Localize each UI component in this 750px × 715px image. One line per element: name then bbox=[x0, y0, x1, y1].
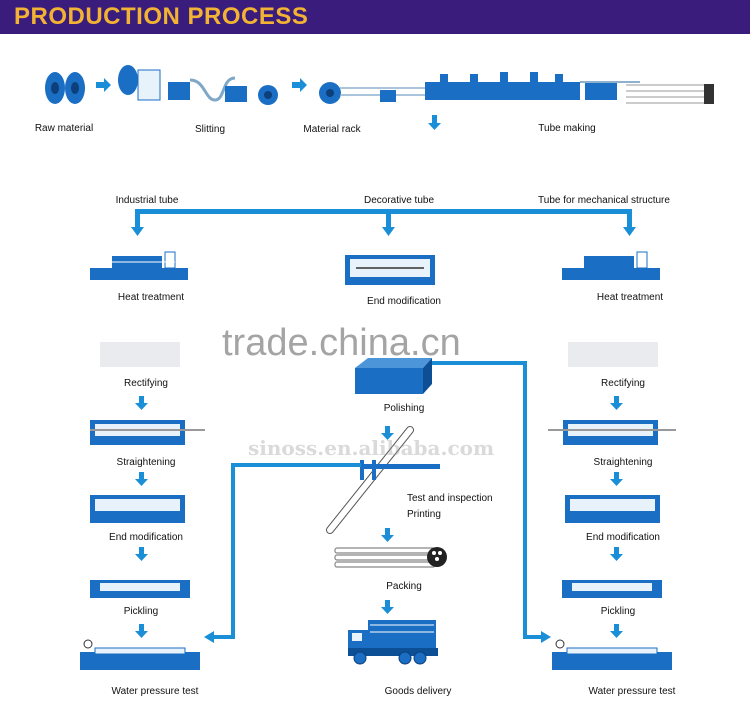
connector-left bbox=[204, 463, 361, 643]
label-straightening-left: Straightening bbox=[116, 457, 176, 468]
label-straightening-right: Straightening bbox=[593, 457, 653, 468]
label-pickling-right: Pickling bbox=[600, 606, 636, 617]
rectifying-image-right bbox=[568, 342, 658, 367]
label-goods-delivery: Goods delivery bbox=[384, 686, 452, 697]
arrow-center-2 bbox=[381, 528, 394, 542]
header-bar: PRODUCTION PROCESS bbox=[0, 0, 750, 34]
label-water-pressure-right: Water pressure test bbox=[588, 686, 676, 697]
arrow-left-2 bbox=[135, 472, 148, 486]
arrow-right-col-2 bbox=[610, 472, 623, 486]
water-pressure-test-right bbox=[552, 639, 672, 670]
tube-making-line bbox=[425, 72, 714, 104]
heat-treatment-machine-right bbox=[562, 251, 660, 280]
label-heat-treatment-right: Heat treatment bbox=[596, 292, 664, 303]
label-tube-making: Tube making bbox=[538, 123, 596, 134]
end-modification-machine-left bbox=[90, 495, 185, 523]
label-mechanical-tube: Tube for mechanical structure bbox=[538, 195, 670, 206]
pickling-tank-left bbox=[90, 580, 190, 598]
label-end-modification-left: End modification bbox=[109, 532, 183, 543]
arrow-right-2 bbox=[292, 78, 307, 92]
pickling-tank-right bbox=[562, 580, 662, 598]
arrow-left-3 bbox=[135, 547, 148, 561]
end-modification-machine-center bbox=[345, 255, 435, 285]
inspection-caliper bbox=[326, 426, 440, 534]
arrow-down-tube bbox=[428, 115, 441, 130]
straightening-machine-right bbox=[548, 420, 676, 445]
arrow-center-1 bbox=[381, 426, 394, 440]
watermark-alibaba: sinoss.en.alibaba.com bbox=[248, 436, 495, 460]
end-modification-machine-right bbox=[565, 495, 660, 523]
arrow-right-col-3 bbox=[610, 547, 623, 561]
label-rectifying-right: Rectifying bbox=[601, 378, 645, 389]
arrow-left-1 bbox=[135, 396, 148, 410]
label-end-modification-center: End modification bbox=[367, 296, 441, 307]
label-industrial-tube: Industrial tube bbox=[115, 195, 179, 206]
connector-right bbox=[432, 361, 551, 643]
straightening-machine-left bbox=[90, 420, 205, 445]
rectifying-image-left bbox=[100, 342, 180, 367]
raw-material-coils bbox=[45, 72, 85, 104]
arrow-right-col-1 bbox=[610, 396, 623, 410]
label-packing: Packing bbox=[386, 581, 422, 592]
material-rack bbox=[319, 82, 431, 104]
watermark-trade: trade.china.cn bbox=[222, 322, 461, 364]
polishing-block bbox=[355, 358, 432, 394]
label-heat-treatment-left: Heat treatment bbox=[117, 292, 185, 303]
arrow-left-4 bbox=[135, 624, 148, 638]
label-material-rack: Material rack bbox=[303, 124, 361, 135]
label-end-modification-right: End modification bbox=[586, 532, 660, 543]
arrow-right-1 bbox=[96, 78, 111, 92]
slitting-machine bbox=[118, 65, 278, 105]
water-pressure-test-left bbox=[80, 639, 200, 670]
page-title: PRODUCTION PROCESS bbox=[14, 3, 309, 30]
heat-treatment-machine-left bbox=[90, 251, 188, 280]
delivery-truck bbox=[348, 620, 438, 665]
label-rectifying-left: Rectifying bbox=[124, 378, 168, 389]
label-decorative-tube: Decorative tube bbox=[363, 195, 435, 206]
arrow-right-col-4 bbox=[610, 624, 623, 638]
label-pickling-left: Pickling bbox=[123, 606, 159, 617]
arrow-center-3 bbox=[381, 600, 394, 614]
branch-connector bbox=[131, 209, 636, 236]
label-slitting: Slitting bbox=[194, 124, 226, 135]
label-test-inspection: Test and inspection bbox=[407, 493, 493, 504]
label-printing: Printing bbox=[407, 509, 441, 520]
label-raw-material: Raw material bbox=[34, 123, 94, 134]
label-polishing: Polishing bbox=[383, 403, 425, 414]
label-water-pressure-left: Water pressure test bbox=[111, 686, 199, 697]
packing-bundle bbox=[334, 547, 447, 568]
